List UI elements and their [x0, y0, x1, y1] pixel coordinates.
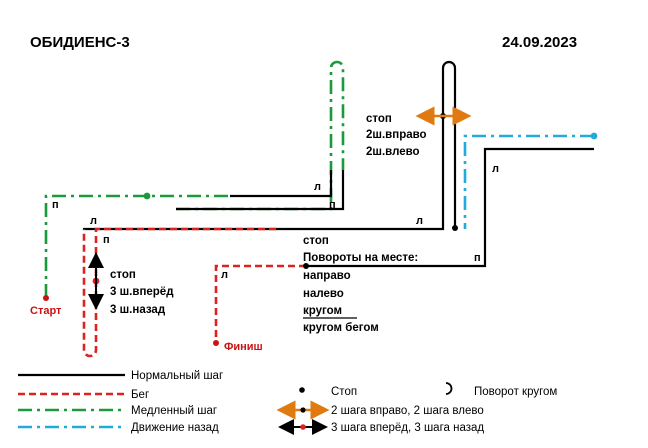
run-path: [82, 227, 306, 358]
svg-text:3 ш.вперёд: 3 ш.вперёд: [110, 286, 174, 298]
legend-slow-label: Медленный шаг: [131, 405, 217, 417]
finish-point: [213, 340, 219, 346]
stop-rotations-note: стоп Повороты на месте: направо налево к…: [303, 235, 418, 334]
turn-label: л: [221, 269, 228, 281]
stop-dot-rotations: [303, 263, 309, 269]
legend-backward-label: Движение назад: [131, 422, 219, 434]
svg-text:2ш.вправо: 2ш.вправо: [366, 129, 427, 141]
svg-text:кругом: кругом: [303, 305, 342, 317]
legend-fwd-back-dot: [300, 424, 306, 430]
turn-label: л: [314, 181, 321, 193]
backward-end-dot: [590, 132, 598, 140]
svg-text:стоп: стоп: [303, 235, 329, 247]
legend-normal-label: Нормальный шаг: [131, 370, 223, 382]
svg-text:2ш.влево: 2ш.влево: [366, 146, 420, 158]
turn-label: л: [416, 215, 423, 227]
legend-stop-label: Стоп: [331, 386, 357, 398]
svg-text:3 ш.назад: 3 ш.назад: [110, 304, 166, 316]
legend-about-turn-label: Поворот кругом: [474, 386, 557, 398]
start-point: [43, 295, 49, 301]
turn-label: л: [90, 215, 97, 227]
svg-text:налево: налево: [303, 288, 344, 300]
stop-dot-before-backward: [452, 225, 458, 231]
turn-label: п: [103, 234, 110, 246]
svg-text:стоп: стоп: [366, 113, 392, 125]
svg-text:стоп: стоп: [110, 269, 136, 281]
turn-label: п: [329, 199, 336, 211]
legend-side-steps-dot: [300, 407, 306, 413]
stop-side-steps-note: стоп 2ш.вправо 2ш.влево: [366, 113, 427, 158]
legend-about-turn-icon: [445, 382, 453, 395]
legend-stop-dot: [299, 387, 305, 393]
slow-walk-dot: [143, 192, 151, 200]
legend-fwd-back-label: 3 шага вперёд, 3 шага назад: [331, 422, 484, 434]
svg-text:кругом бегом: кругом бегом: [303, 322, 379, 334]
turn-label: п: [474, 252, 481, 264]
finish-label: Финиш: [224, 341, 263, 353]
legend-side-steps-label: 2 шага вправо, 2 шага влево: [331, 405, 484, 417]
start-label: Старт: [30, 305, 62, 317]
svg-text:Повороты на месте:: Повороты на месте:: [303, 252, 418, 264]
legend: Нормальный шаг Бег Медленный шаг Движени…: [18, 370, 557, 435]
stop-fwd-back-note: стоп 3 ш.вперёд 3 ш.назад: [110, 269, 174, 316]
legend-run-label: Бег: [131, 389, 149, 401]
svg-text:направо: направо: [303, 270, 351, 282]
turn-label: п: [52, 199, 59, 211]
slow-walk-path: [44, 60, 345, 298]
backward-path: [463, 134, 594, 229]
normal-walk-path: [83, 60, 594, 268]
turn-label: л: [492, 163, 499, 175]
diagram-date: 24.09.2023: [502, 34, 577, 51]
diagram-title: ОБИДИЕНС-3: [30, 34, 130, 51]
